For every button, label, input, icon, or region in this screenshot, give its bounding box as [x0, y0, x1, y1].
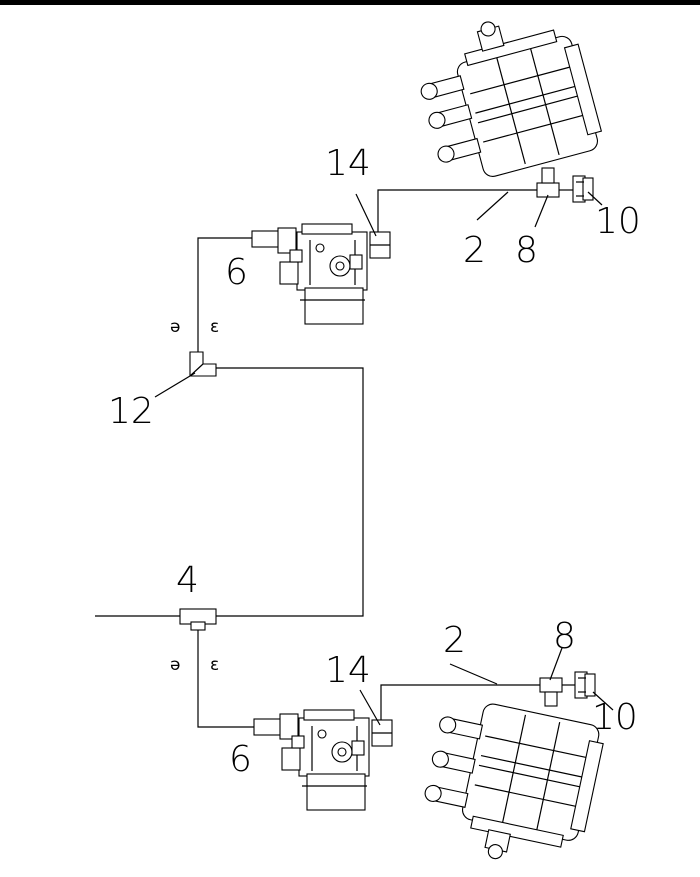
callout-14-top: 14 — [325, 143, 371, 184]
lower-branch-line — [197, 626, 254, 728]
callout-8-top: 8 — [515, 230, 538, 271]
upper-output-line — [377, 189, 537, 232]
tee-fitting-8-top — [536, 167, 560, 198]
relay-valve-6-bottom — [253, 709, 370, 811]
top-border — [0, 0, 700, 5]
callout-12: 12 — [108, 391, 154, 432]
flow-symbol-left: ǝ — [170, 317, 180, 337]
elbow-fitting-12 — [189, 351, 217, 377]
relay-valve-6-top — [251, 223, 368, 325]
callout-2-bottom: 2 — [443, 620, 466, 661]
flow-symbol-right: ɛ — [210, 317, 219, 337]
callout-2-top: 2 — [463, 230, 486, 271]
callout-14-bottom: 14 — [325, 650, 371, 691]
tee-fitting-8-bottom — [539, 677, 563, 707]
callout-10-top: 10 — [595, 201, 641, 242]
callout-10-bottom: 10 — [592, 697, 638, 738]
flow-symbol-lower: ǝ ɛ — [170, 655, 219, 675]
pipe-network — [95, 189, 540, 728]
flow-symbol-left: ǝ — [170, 655, 180, 675]
brake-chamber-top — [420, 21, 603, 177]
connector-14-bottom — [371, 719, 393, 747]
upper-branch-line — [197, 237, 252, 360]
callout-labels: 14 2 8 10 6 12 4 2 8 14 10 6 — [108, 143, 641, 780]
supply-line — [95, 367, 364, 617]
callout-6-bottom: 6 — [229, 739, 252, 780]
brake-chamber-bottom — [424, 703, 604, 860]
valve-10-top — [559, 175, 594, 203]
tee-fitting-4 — [179, 608, 217, 631]
lower-output-line — [380, 684, 540, 722]
leader-lines — [154, 191, 614, 726]
connector-14-top — [369, 231, 391, 259]
flow-symbol-right: ɛ — [210, 655, 219, 675]
callout-8-bottom: 8 — [553, 616, 576, 657]
flow-symbol-upper: ǝ ɛ — [170, 317, 219, 337]
callout-4: 4 — [176, 560, 199, 601]
callout-6-top: 6 — [225, 252, 248, 293]
valve-10-bottom — [562, 671, 596, 699]
